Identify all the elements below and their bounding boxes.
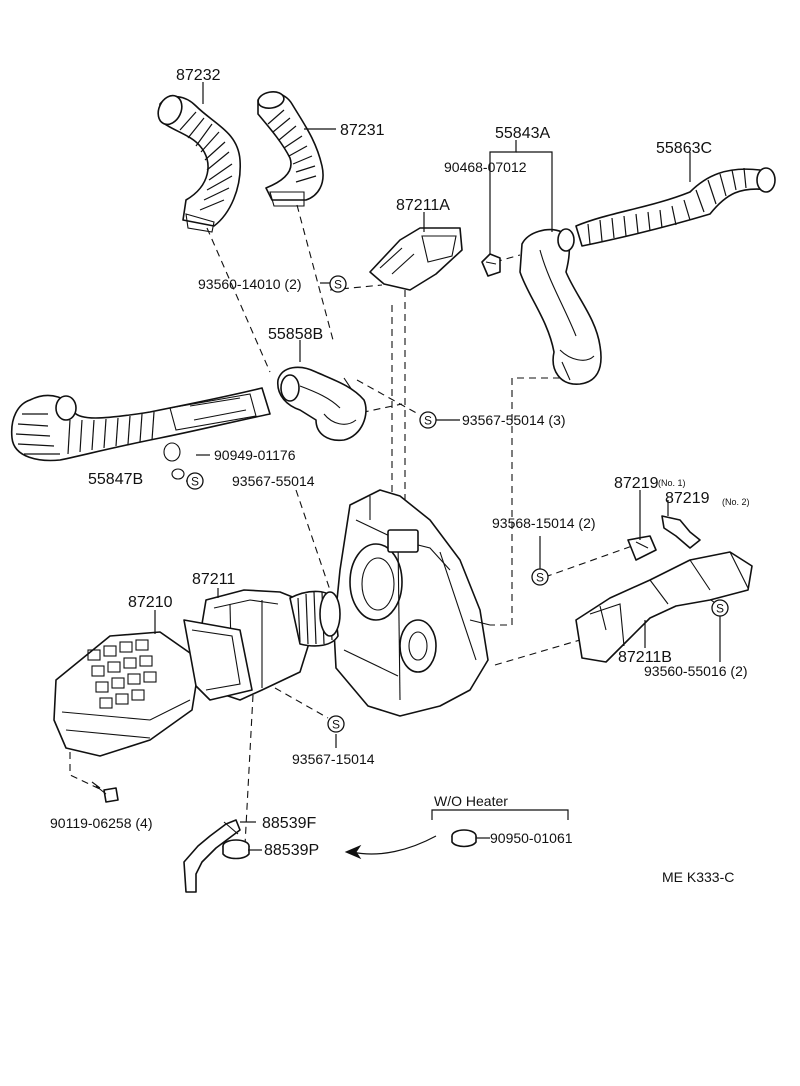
part-blower-case — [333, 489, 491, 717]
part-88539P-cap — [222, 839, 250, 860]
part-screw-small — [171, 468, 185, 480]
label-90949-01176: 90949-01176 — [214, 447, 296, 463]
screw-symbol-1: S — [329, 275, 347, 293]
label-93567-55014-3: 93567-55014 (3) — [462, 412, 566, 428]
label-90950-01061: 90950-01061 — [490, 830, 573, 846]
label-93567-15014: 93567-15014 — [292, 751, 375, 767]
part-87232-duct — [157, 94, 241, 233]
part-87219-no1-bracket — [627, 535, 657, 561]
label-88539P: 88539P — [264, 842, 319, 859]
label-55858B: 55858B — [268, 326, 323, 343]
label-55847B: 55847B — [88, 471, 143, 488]
label-87219-no1-note: (No. 1) — [658, 478, 686, 488]
label-90119-06258: 90119-06258 (4) — [50, 815, 152, 831]
callout-labels: 87232 87231 55843A 90468-07012 55863C 87… — [50, 67, 750, 885]
part-90950-grommet — [451, 829, 477, 848]
label-55863C: 55863C — [656, 140, 712, 157]
svg-text:S: S — [191, 475, 199, 489]
label-93567-55014: 93567-55014 — [232, 473, 315, 489]
svg-text:S: S — [332, 718, 340, 732]
part-87231-duct — [257, 91, 324, 207]
label-87211B: 87211B — [618, 649, 672, 666]
part-87211B-duct — [575, 551, 753, 663]
wo-heater-bracket — [431, 809, 569, 820]
part-87219-no2-bracket — [661, 515, 701, 549]
svg-text:S: S — [334, 278, 342, 292]
label-wo-heater: W/O Heater — [434, 793, 508, 809]
part-87210-unit — [53, 619, 253, 757]
screw-symbol-5: S — [711, 599, 729, 617]
screw-symbol-6: S — [327, 715, 345, 733]
label-87219-no2-note: (No. 2) — [722, 497, 750, 507]
label-55843A: 55843A — [495, 125, 550, 142]
screw-symbol-2: S — [419, 411, 437, 429]
label-93568-15014: 93568-15014 (2) — [492, 515, 596, 531]
label-87210: 87210 — [128, 594, 173, 611]
part-55843A-duct — [519, 228, 602, 385]
label-90468-07012: 90468-07012 — [444, 159, 527, 175]
part-55858B-elbow — [277, 366, 367, 442]
label-87211A: 87211A — [396, 197, 450, 214]
label-87219-no2: 87219 — [665, 490, 710, 507]
part-90949-ring — [163, 442, 181, 462]
part-55847B-hose — [10, 387, 271, 462]
replacement-arrow — [344, 835, 437, 860]
label-87211: 87211 — [192, 571, 235, 588]
label-93560-14010: 93560-14010 (2) — [198, 276, 302, 292]
part-87211A-vent — [369, 227, 463, 291]
leader-lines — [154, 82, 721, 851]
part-90119-bolt — [91, 781, 119, 803]
svg-text:S: S — [424, 414, 432, 428]
label-88539F: 88539F — [262, 815, 316, 832]
part-88539F-hose — [183, 819, 241, 893]
part-87211-duct — [195, 589, 341, 701]
label-87232: 87232 — [176, 67, 221, 84]
label-ref-code: ME K333-C — [662, 869, 734, 885]
screw-symbol-4: S — [531, 568, 549, 586]
label-93560-55016: 93560-55016 (2) — [644, 663, 748, 679]
part-90468-clip — [481, 253, 501, 277]
label-87219-no1: 87219 — [614, 475, 659, 492]
label-87231: 87231 — [340, 122, 385, 139]
part-55863C-hose — [575, 167, 776, 247]
svg-text:S: S — [716, 602, 724, 616]
screw-symbol-3: S — [186, 472, 204, 490]
svg-text:S: S — [536, 571, 544, 585]
